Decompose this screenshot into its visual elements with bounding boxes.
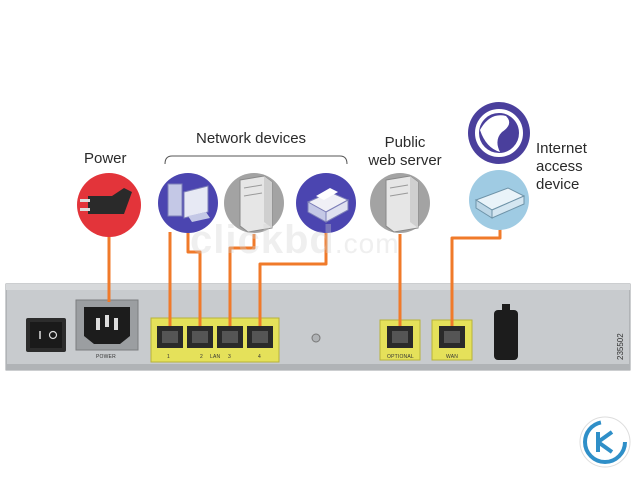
watermark: clickbd.com xyxy=(190,218,400,263)
public-label-line1: Public xyxy=(384,134,426,151)
lan-port-1[interactable] xyxy=(157,326,183,348)
figure-id: 235502 xyxy=(616,333,626,420)
power-socket[interactable] xyxy=(75,299,139,351)
public-web-server-label: Public web server xyxy=(360,134,450,170)
internet-label-line2: access xyxy=(536,158,583,175)
internet-access-device-label: Internet access device xyxy=(536,140,616,194)
figure-id-text: 235502 xyxy=(616,333,625,360)
clickbd-logo-icon xyxy=(579,416,631,468)
lan-port-3-label: 3 xyxy=(228,354,231,360)
lan-word-label: LAN xyxy=(210,354,221,360)
lan-port-4-label: 4 xyxy=(258,354,261,360)
wan-port-label: WAN xyxy=(446,354,459,360)
chassis-screw xyxy=(311,333,321,343)
power-plug-icon xyxy=(77,173,141,237)
printer-icon xyxy=(296,173,356,233)
internet-label-line1: Internet xyxy=(536,140,587,157)
power-label: Power xyxy=(84,150,127,167)
lan-port-4[interactable] xyxy=(247,326,273,348)
wan-port[interactable] xyxy=(439,326,465,348)
modem-icon xyxy=(469,170,529,230)
public-label-line2: web server xyxy=(368,152,442,169)
power-switch[interactable] xyxy=(26,318,66,352)
globe-icon xyxy=(468,102,530,164)
computer-icon xyxy=(158,173,218,233)
web-server-icon xyxy=(370,173,430,233)
lan-port-2[interactable] xyxy=(187,326,213,348)
optional-port-label: OPTIONAL xyxy=(387,354,414,360)
watermark-suffix: .com xyxy=(334,228,400,259)
lan-port-3[interactable] xyxy=(217,326,243,348)
power-socket-label: POWER xyxy=(96,354,116,360)
network-devices-bracket xyxy=(164,155,348,165)
optional-port[interactable] xyxy=(387,326,413,348)
cables xyxy=(107,222,502,326)
network-devices-label: Network devices xyxy=(196,130,307,147)
lan-port-1-label: 1 xyxy=(167,354,170,360)
server-icon xyxy=(224,173,284,233)
lan-port-2-label: 2 xyxy=(200,354,203,360)
watermark-main: clickbd xyxy=(190,218,335,262)
lock-slot xyxy=(494,304,518,360)
internet-label-line3: device xyxy=(536,176,580,193)
